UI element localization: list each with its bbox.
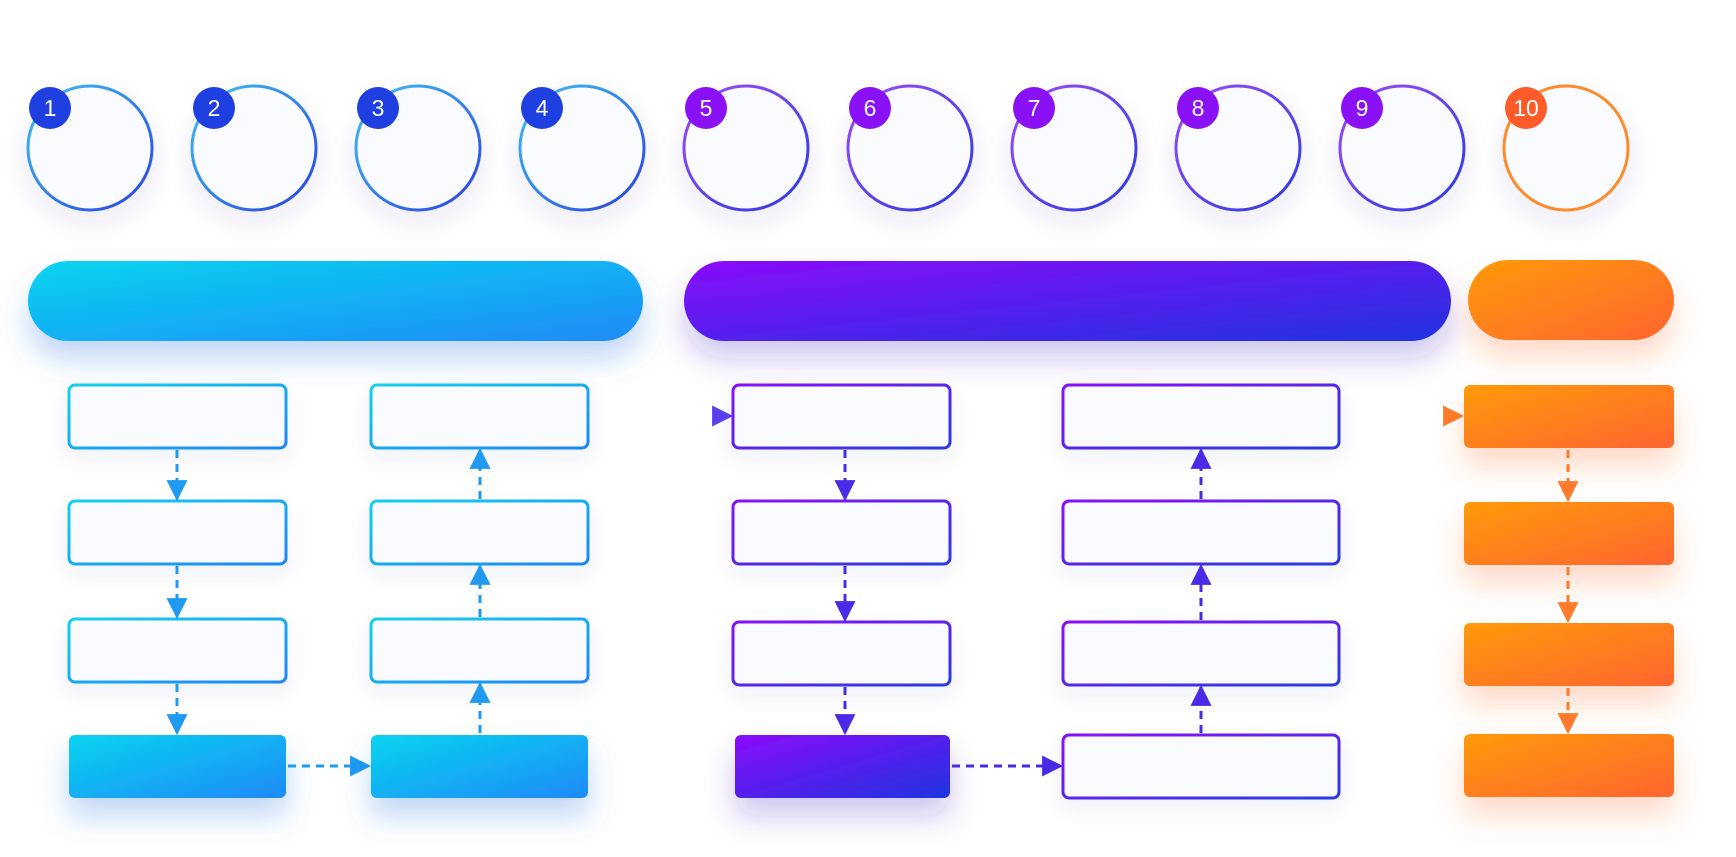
flow-box-p2-2 <box>1061 499 1341 566</box>
flow-box-p2-3 <box>1061 620 1341 687</box>
step-badge-6 <box>849 87 891 129</box>
flow-box-b1-3 <box>67 617 288 684</box>
step-badge-3 <box>357 87 399 129</box>
step-circles: 1 2 3 4 5 6 7 <box>26 84 1630 212</box>
step-number-5: 5 <box>700 95 713 121</box>
flow-box-b1-2 <box>67 499 288 566</box>
flow-box-o-4 <box>1464 734 1674 797</box>
phase-bar-orange <box>1468 260 1674 340</box>
step-circle-2: 2 <box>190 84 318 212</box>
flow-box-b1-4 <box>69 735 286 798</box>
step-circle-3: 3 <box>354 84 482 212</box>
step-number-10: 10 <box>1513 95 1539 121</box>
column-purple-1 <box>731 383 952 798</box>
flow-box-b2-1 <box>369 383 590 450</box>
step-circle-1: 1 <box>26 84 154 212</box>
step-badge-8 <box>1177 87 1219 129</box>
column-orange <box>1464 385 1674 797</box>
phase-bars <box>28 260 1674 341</box>
flow-box-b2-4 <box>371 735 588 798</box>
step-badge-2 <box>193 87 235 129</box>
step-number-9: 9 <box>1356 95 1369 121</box>
step-circle-7: 7 <box>1010 84 1138 212</box>
flow-box-b2-2 <box>369 499 590 566</box>
step-number-6: 6 <box>864 95 877 121</box>
flow-box-p1-2 <box>731 499 952 566</box>
column-blue-1 <box>67 383 288 798</box>
phase-bar-purple <box>684 261 1451 341</box>
flow-box-p2-1 <box>1061 383 1341 450</box>
step-badge-10 <box>1505 87 1547 129</box>
flow-box-p1-3 <box>731 620 952 687</box>
step-number-1: 1 <box>44 95 57 121</box>
step-badge-5 <box>685 87 727 129</box>
step-circle-10: 10 <box>1502 84 1630 212</box>
step-number-2: 2 <box>208 95 221 121</box>
step-circle-9: 9 <box>1338 84 1466 212</box>
step-circle-6: 6 <box>846 84 974 212</box>
column-blue-2 <box>369 383 590 798</box>
flow-box-o-1 <box>1464 385 1674 448</box>
step-badge-1 <box>29 87 71 129</box>
flow-box-p2-4 <box>1061 733 1341 800</box>
step-circle-4: 4 <box>518 84 646 212</box>
flow-box-p1-4 <box>735 735 950 798</box>
step-number-7: 7 <box>1028 95 1041 121</box>
step-number-3: 3 <box>372 95 385 121</box>
flow-box-b2-3 <box>369 617 590 684</box>
phase-bar-blue <box>28 261 643 341</box>
flow-box-o-3 <box>1464 623 1674 686</box>
step-number-4: 4 <box>536 95 549 121</box>
step-circle-8: 8 <box>1174 84 1302 212</box>
flow-box-b1-1 <box>67 383 288 450</box>
step-number-8: 8 <box>1192 95 1205 121</box>
step-badge-4 <box>521 87 563 129</box>
flow-box-p1-1 <box>731 383 952 450</box>
column-purple-2 <box>1061 383 1341 800</box>
step-badge-7 <box>1013 87 1055 129</box>
flow-box-o-2 <box>1464 502 1674 565</box>
step-badge-9 <box>1341 87 1383 129</box>
step-circle-5: 5 <box>682 84 810 212</box>
